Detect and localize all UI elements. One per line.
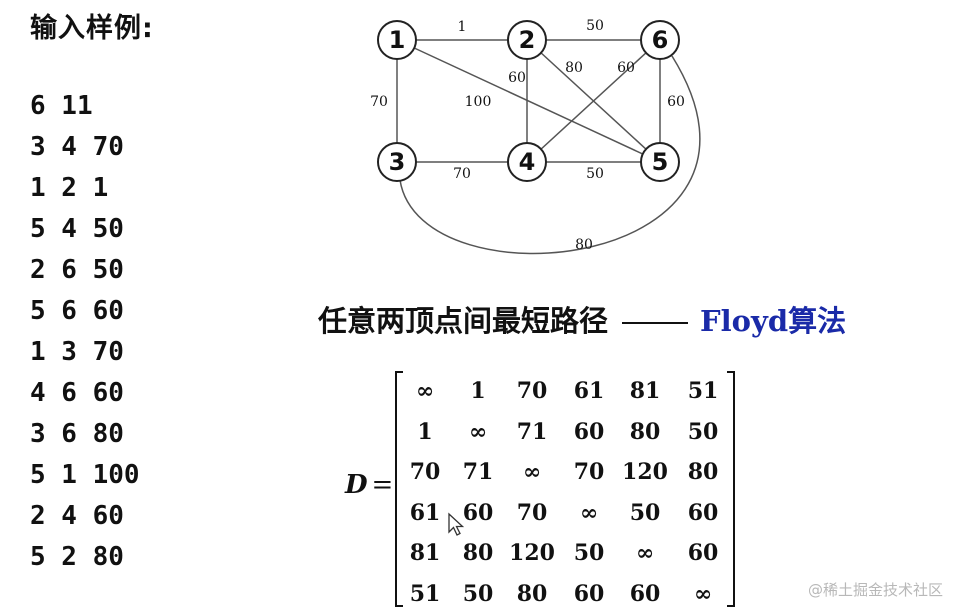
matrix-cell: 50 [462,580,494,607]
matrix-cell: 70 [573,459,605,485]
graph-edge-1-5 [396,39,661,163]
matrix-cell: 60 [573,580,605,607]
graph-node-6 [640,20,680,60]
matrix-cell: 61 [409,499,441,526]
sample-input-title: 输入样例: [30,13,154,44]
graph-node-label: 3 [389,148,406,176]
matrix-cell: 70 [409,459,441,485]
sample-line: 6 11 [30,91,93,121]
matrix-cell: 51 [687,378,719,404]
sample-line: 3 6 80 [30,419,124,449]
matrix-right-bracket [727,371,735,607]
matrix-cell: 81 [409,540,441,566]
heading-text: 任意两顶点间最短路径 [318,304,609,338]
edge-weight-label: 70 [370,94,388,110]
matrix-cell: 51 [409,580,441,607]
matrix-cell: 71 [516,418,548,445]
edge-weight-label: 100 [465,94,492,110]
matrix-cell: 50 [573,540,605,566]
sample-line: 2 4 60 [30,501,124,531]
matrix-cell: 70 [516,378,548,404]
sample-line: 3 4 70 [30,132,124,162]
edge-weight-label: 60 [508,70,526,86]
matrix-cell: 1 [470,378,486,404]
matrix-cell: 50 [687,418,719,445]
matrix-cell: 120 [509,540,555,566]
graph-node-4 [507,142,547,182]
sample-line: 5 4 50 [30,214,124,244]
graph-nodes: 1 2 6 3 4 5 [377,20,680,182]
sample-line: 5 1 100 [30,460,140,490]
edge-weight-label: 80 [565,60,583,76]
edge-weight-label: 50 [586,166,604,182]
sample-line: 5 6 60 [30,296,124,326]
matrix-cell: 81 [629,378,661,404]
graph-node-label: 6 [652,26,669,54]
matrix-cell: 50 [629,499,661,526]
sample-line: 1 2 1 [30,173,109,203]
matrix-cell: 60 [687,540,719,566]
graph-edge-3-6 [399,55,701,255]
matrix-cell: ∞ [579,499,599,526]
edge-weight-label: 60 [667,94,685,110]
graph-node-2 [507,20,547,60]
edge-weight-label: 60 [617,60,635,76]
graph-node-label: 2 [519,26,536,54]
matrix-cell: 60 [629,580,661,607]
graph-node-1 [377,20,417,60]
matrix-cell: 80 [629,418,661,445]
matrix-equals: = [371,470,394,500]
matrix-cell: ∞ [522,459,542,485]
matrix-cell: ∞ [693,580,713,607]
matrix-label: D= [345,470,393,500]
matrix-cell: 60 [573,418,605,445]
sample-input-list: 6 11 3 4 70 1 2 1 5 4 50 2 6 50 5 6 60 1 3 70 4… [30,86,140,578]
sample-line: 2 6 50 [30,255,124,285]
matrix-cell: 80 [516,580,548,607]
matrix-cell: 80 [687,459,719,485]
heading-dash [622,322,689,324]
section-heading: 任意两顶点间最短路径 Floyd算法 [318,298,846,340]
matrix-left-bracket [395,371,403,607]
matrix-cell: 60 [687,499,719,526]
matrix-cell: 80 [462,540,494,566]
matrix-cell: 120 [622,459,668,485]
graph-node-label: 5 [652,148,669,176]
graph-node-label: 1 [389,26,406,54]
edge-weight-label: 70 [453,166,471,182]
heading-algorithm: Floyd算法 [700,304,847,338]
matrix-cell: 71 [462,459,494,485]
distance-matrix: ∞ 1 70 61 81 51 1 ∞ 71 60 80 50 70 71 ∞ 70 120 80 61 60 70 ∞ 5… [395,371,735,607]
graph-diagram: 1 50 70 100 60 80 60 60 70 50 80 1 2 6 3 4 5 [370,18,701,255]
watermark: @稀土掘金技术社区 [807,581,943,599]
sample-line: 4 6 60 [30,378,124,408]
matrix-cell: ∞ [468,418,488,445]
graph-edge-6-4 [526,39,661,163]
matrix-cell: 1 [417,418,433,445]
matrix-cell: 70 [516,499,548,526]
matrix-cell: ∞ [635,540,655,566]
graph-node-5 [640,142,680,182]
edge-weight-label: 80 [575,237,593,253]
matrix-cell: 61 [573,378,605,404]
sample-line: 5 2 80 [30,542,124,572]
matrix-cell: 60 [462,499,494,526]
graph-edges [396,39,701,255]
graph-node-label: 4 [519,148,536,176]
mouse-pointer-icon [448,512,465,536]
graph-edge-weights: 1 50 70 100 60 80 60 60 70 50 80 [370,18,685,253]
edge-weight-label: 1 [458,19,467,35]
edge-weight-label: 50 [586,18,604,34]
graph-node-3 [377,142,417,182]
matrix-cell: ∞ [415,378,435,404]
sample-line: 1 3 70 [30,337,124,367]
matrix-name: D [345,470,368,500]
